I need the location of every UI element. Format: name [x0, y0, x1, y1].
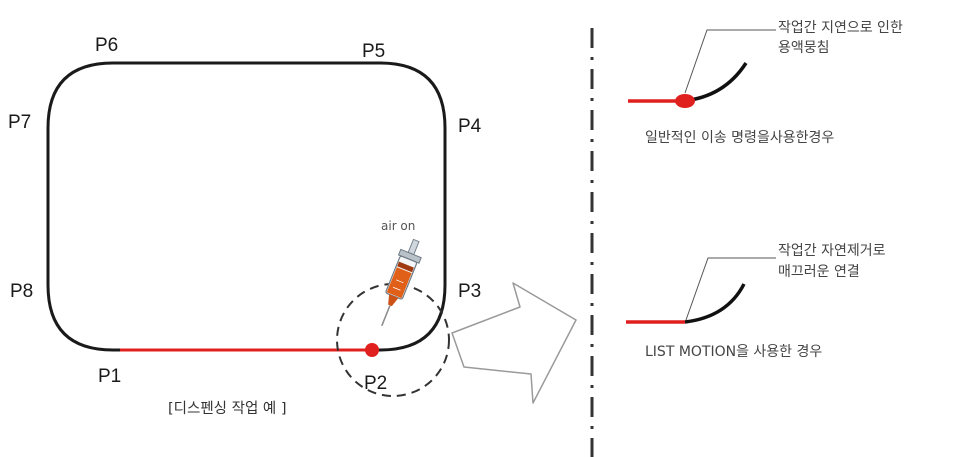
conventional-motion-illustration: [628, 29, 776, 108]
top-callout-line1: 작업간 지연으로 인한: [778, 20, 903, 36]
point-label-p4: P4: [458, 116, 482, 137]
list-motion-illustration: [626, 257, 776, 324]
motion-path: [46, 61, 447, 352]
fluid-blob: [675, 94, 695, 108]
point-label-p1: P1: [98, 366, 121, 387]
syringe-icon: [381, 238, 422, 327]
bottom-case-description: LIST MOTION을 사용한 경우: [645, 344, 822, 360]
top-callout-line2: 용액뭉침: [778, 40, 830, 56]
diagram-caption: [디스펜싱 작업 예 ]: [168, 400, 287, 417]
top-case-description: 일반적인 이송 명령을사용한경우: [645, 130, 834, 146]
dispense-point: [365, 343, 379, 357]
syringe-label: air on: [381, 219, 415, 233]
point-label-p3: P3: [458, 281, 481, 302]
callout-leader: [684, 29, 776, 94]
point-label-p7: P7: [8, 112, 31, 133]
callout-leader: [685, 257, 776, 321]
bottom-callout-line2: 매끄러운 연결: [778, 264, 860, 280]
point-label-p2: P2: [364, 373, 387, 394]
point-label-p6: P6: [95, 35, 118, 56]
bottom-callout-line1: 작업간 자연제거로: [778, 243, 886, 259]
right-arrow-icon: [451, 282, 577, 404]
point-label-p5: P5: [362, 41, 385, 62]
point-label-p8: P8: [10, 281, 33, 302]
